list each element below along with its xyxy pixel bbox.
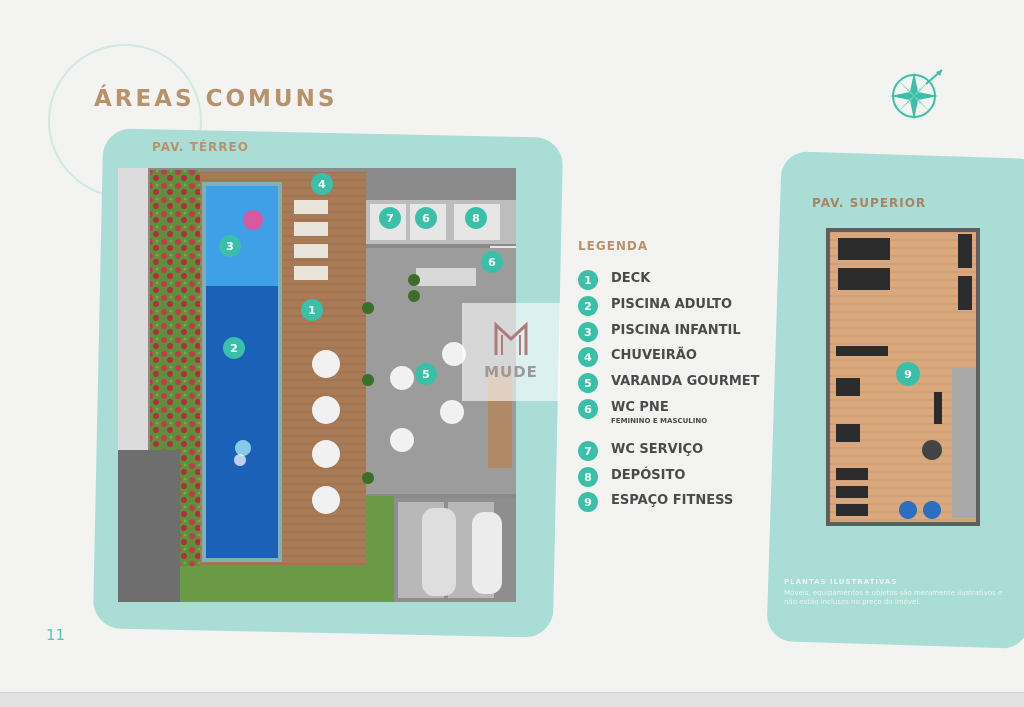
legend-item: 7 WC SERVIÇO: [578, 441, 703, 461]
legend-label: VARANDA GOURMET: [611, 374, 760, 389]
legend-number: 6: [578, 399, 598, 419]
svg-text:5: 5: [422, 368, 430, 381]
legend-label: WC SERVIÇO: [611, 442, 704, 457]
watermark-icon: [494, 321, 528, 355]
legend-item: 6 WC PNE FEMININO E MASCULINO: [578, 399, 707, 425]
plan-marker: 3: [219, 235, 241, 257]
disclaimer-note: PLANTAS ILUSTRATIVAS Móveis, equipamento…: [784, 578, 1014, 607]
svg-text:4: 4: [318, 178, 326, 191]
legend-title: LEGENDA: [578, 239, 649, 253]
plan-marker: 9: [896, 362, 920, 386]
plan-marker: 6: [415, 207, 437, 229]
plan-marker: 6: [481, 251, 503, 273]
legend-number: 9: [578, 492, 598, 512]
svg-text:9: 9: [904, 368, 912, 381]
legend-item: 2 PISCINA ADULTO: [578, 296, 732, 316]
note-text: Móveis, equipamentos e objetos são meram…: [784, 589, 1003, 606]
legend-label: ESPAÇO FITNESS: [611, 493, 734, 508]
plan-marker: 8: [465, 207, 487, 229]
svg-text:6: 6: [488, 256, 496, 269]
legend-number: 5: [578, 373, 598, 393]
upper-floor-plan: 9: [826, 228, 980, 526]
legend-item: 1 DECK: [578, 270, 650, 290]
svg-text:1: 1: [308, 304, 316, 317]
page-title: ÁREAS COMUNS: [94, 86, 338, 112]
plan-marker: 2: [223, 337, 245, 359]
legend-item: 3 PISCINA INFANTIL: [578, 322, 741, 342]
upper-floor-label: PAV. SUPERIOR: [812, 196, 927, 210]
watermark-logo: MUDE: [462, 303, 560, 401]
svg-text:8: 8: [472, 212, 480, 225]
legend-number: 7: [578, 441, 598, 461]
ground-floor-plan: 1 2 3 4 5 6 6 7 8: [118, 168, 516, 602]
svg-text:6: 6: [422, 212, 430, 225]
legend-sublabel: FEMININO E MASCULINO: [611, 417, 708, 425]
plan-marker: 1: [301, 299, 323, 321]
legend-label: PISCINA INFANTIL: [611, 323, 741, 338]
page-number: 11: [46, 626, 66, 644]
legend-item: 8 DEPÓSITO: [578, 467, 685, 487]
svg-text:7: 7: [386, 212, 394, 225]
bottom-bar: [0, 692, 1024, 707]
legend-number: 4: [578, 347, 598, 367]
legend-label: DECK: [611, 271, 651, 286]
plan-marker: 4: [311, 173, 333, 195]
legend-label: PISCINA ADULTO: [611, 297, 733, 312]
legend-number: 8: [578, 467, 598, 487]
legend-item: 9 ESPAÇO FITNESS: [578, 492, 733, 512]
legend-label: WC PNE: [611, 400, 669, 415]
legend-number: 2: [578, 296, 598, 316]
svg-text:3: 3: [226, 240, 234, 253]
note-title: PLANTAS ILUSTRATIVAS: [784, 578, 898, 586]
legend-item: 5 VARANDA GOURMET: [578, 373, 760, 393]
svg-text:2: 2: [230, 342, 238, 355]
ground-floor-label: PAV. TÉRREO: [152, 140, 249, 154]
plan-marker: 5: [415, 363, 437, 385]
legend-item: 4 CHUVEIRÃO: [578, 347, 697, 367]
plan-marker: 7: [379, 207, 401, 229]
compass-rose-icon: [890, 69, 943, 120]
watermark-text: MUDE: [484, 363, 538, 381]
legend-label: DEPÓSITO: [611, 468, 686, 483]
legend-number: 3: [578, 322, 598, 342]
legend-number: 1: [578, 270, 598, 290]
legend-label: CHUVEIRÃO: [611, 348, 697, 363]
